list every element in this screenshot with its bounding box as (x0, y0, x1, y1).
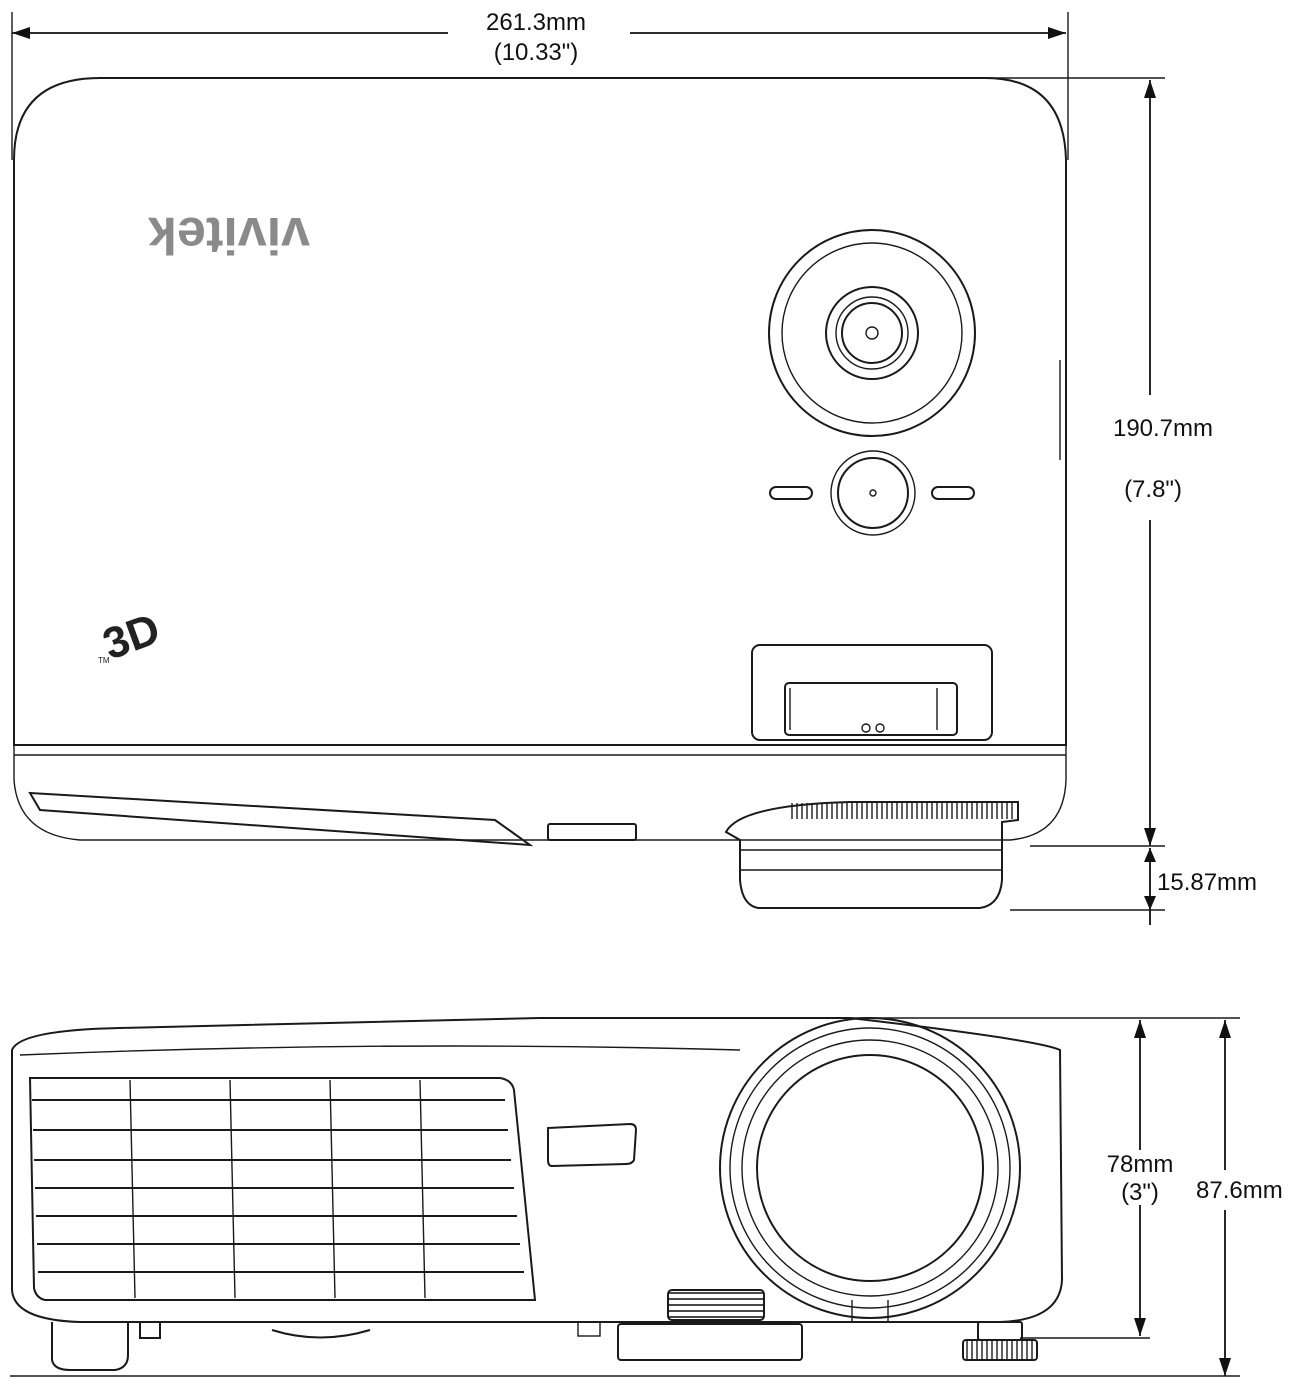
top-view: 261.3mm (10.33") vivitek 3D TM (11, 9, 1257, 925)
depth-in-label: (7.8") (1124, 476, 1182, 503)
total-height-label: 87.6mm (1196, 1177, 1283, 1204)
body-height-in-label: (3") (1121, 1179, 1159, 1206)
logo-text: vivitek (148, 206, 310, 264)
width-dimension: 261.3mm (10.33") (11, 9, 1069, 160)
trademark-mark: TM (98, 656, 110, 665)
io-panel (751, 644, 993, 741)
width-mm-label: 261.3mm (486, 9, 586, 36)
lens-protrusion-label: 15.87mm (1157, 869, 1257, 896)
feet (51, 1321, 1038, 1371)
top-lens-barrel (724, 801, 1019, 909)
width-in-label: (10.33") (494, 39, 579, 66)
lens-protrusion-dimension: 15.87mm (1010, 848, 1257, 925)
side-vent-grill (28, 1077, 537, 1301)
vivitek-logo: vivitek (148, 206, 310, 264)
depth-dimension: 190.7mm (7.8") (985, 77, 1213, 847)
focus-ring (768, 229, 976, 437)
depth-mm-label: 190.7mm (1113, 415, 1213, 442)
body-height-mm-label: 78mm (1107, 1151, 1174, 1178)
front-vent (28, 791, 534, 847)
body-height-dimension: 78mm (3") (1020, 1020, 1174, 1339)
front-body-outline (11, 1017, 1064, 1323)
total-height-dimension: 87.6mm (10, 1017, 1283, 1377)
ir-sensor-window (547, 1122, 638, 1168)
front-view: 78mm (3") 87.6mm (10, 1017, 1283, 1377)
front-lens (719, 1017, 1021, 1323)
control-buttons (769, 450, 975, 536)
elevator-button (667, 1289, 765, 1321)
